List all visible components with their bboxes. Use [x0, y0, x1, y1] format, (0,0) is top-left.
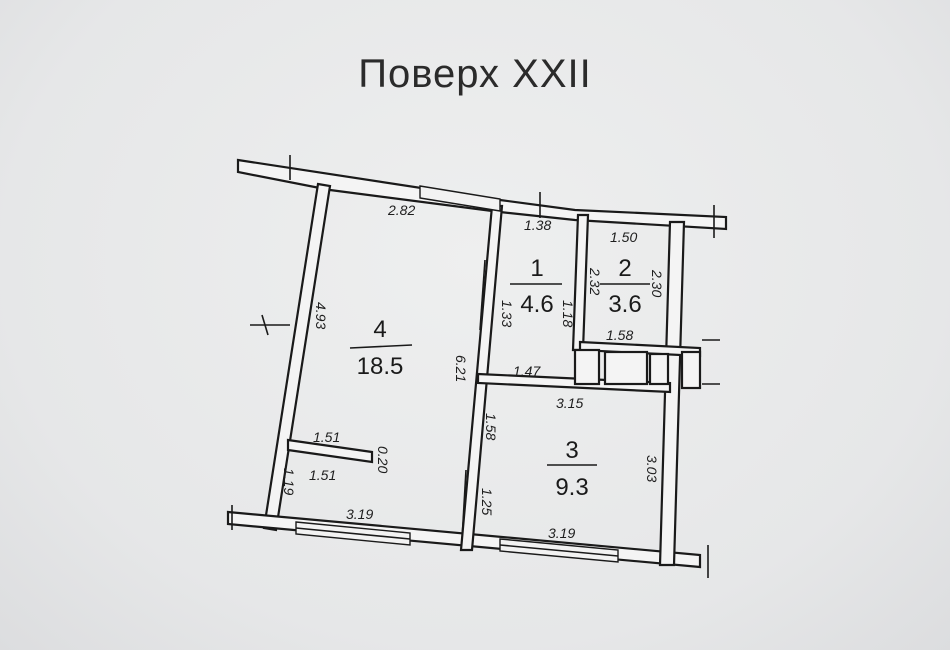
dim-room3-left-lower: 1.25 [479, 488, 495, 515]
door-room3 [461, 469, 467, 541]
door-room4 [479, 259, 486, 331]
dim-room1-right: 1.18 [560, 300, 576, 327]
shaft-3 [648, 352, 670, 386]
room-1-number: 1 [530, 255, 543, 282]
dim-room4-bottom: 3.19 [346, 506, 373, 522]
dim-room4-left: 4.93 [313, 302, 329, 329]
dim-room3-right: 3.03 [644, 455, 660, 482]
dim-partition-bottom: 1.51 [309, 467, 336, 483]
dim-room3-bottom: 3.19 [548, 525, 575, 541]
window-room4-pane [295, 527, 411, 540]
dim-room1-left: 1.33 [499, 300, 515, 327]
room-1-area: 4.6 [520, 291, 553, 318]
window-room3-pane [499, 544, 619, 557]
wall-room1-room2 [571, 213, 590, 352]
room-3-area: 9.3 [555, 474, 588, 501]
window-top [419, 185, 501, 212]
room-2-area: 3.6 [608, 291, 641, 318]
dim-room4-lower-left: 1.19 [281, 468, 297, 495]
room-label-bars [349, 283, 650, 466]
dim-room2-bottom: 1.58 [606, 327, 633, 343]
shaft-4 [680, 350, 702, 390]
top-wall [236, 158, 728, 231]
dim-top-room2: 1.50 [610, 229, 637, 245]
room-4-number: 4 [373, 316, 386, 343]
dim-room3-left-upper: 1.58 [483, 413, 499, 440]
partition-room4 [286, 438, 374, 464]
dim-partition-side: 0.20 [375, 446, 391, 473]
dim-room2-left: 2.32 [587, 267, 603, 295]
axis-ticks [231, 155, 720, 578]
dim-room2-right: 2.30 [649, 269, 665, 297]
room-4-area: 18.5 [357, 353, 404, 380]
dim-room3-top: 3.15 [556, 395, 583, 411]
dim-partition-top: 1.51 [313, 429, 340, 445]
shaft-2 [603, 350, 649, 386]
right-wall [658, 220, 686, 567]
room-3-number: 3 [565, 437, 578, 464]
room-2-number: 2 [618, 255, 631, 282]
shaft-1 [573, 348, 601, 386]
dim-corridor: 1.47 [513, 363, 541, 379]
dim-top-room4: 2.82 [387, 202, 415, 218]
dim-top-room1: 1.38 [524, 217, 551, 233]
dim-room4-right: 6.21 [453, 355, 469, 382]
left-wall [262, 182, 332, 532]
floor-title: Поверх XXII [358, 52, 592, 96]
